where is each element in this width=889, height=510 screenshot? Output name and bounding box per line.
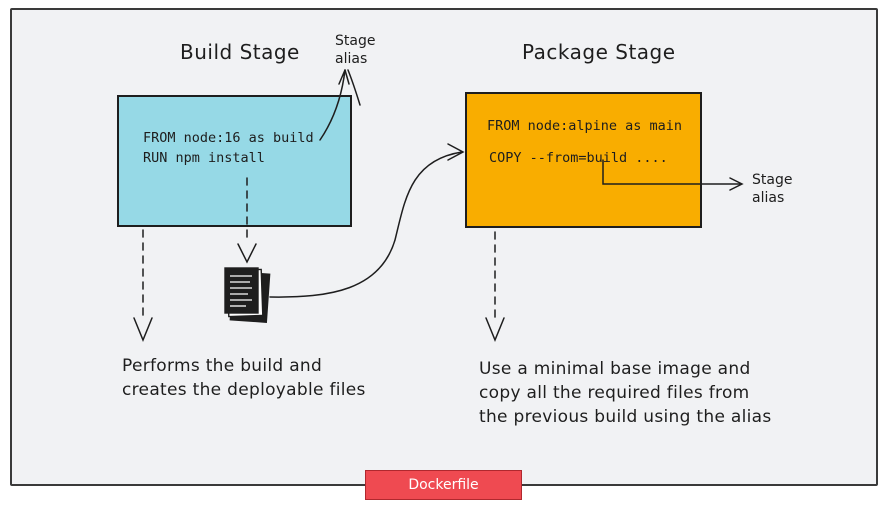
package-alias-pointer-arrowhead bbox=[729, 177, 744, 191]
caption-line: Use a minimal base image and bbox=[479, 359, 751, 379]
package-stage-caption: Use a minimal base image and copy all th… bbox=[479, 357, 772, 429]
package-code-line-1: FROM node:alpine as main bbox=[487, 118, 683, 134]
alias-label-line-2: alias bbox=[752, 190, 785, 206]
build-down-arrowhead bbox=[133, 317, 153, 342]
package-alias-pointer bbox=[602, 159, 741, 185]
build-stage-title: Build Stage bbox=[180, 40, 300, 64]
alias-pointer-arrow bbox=[319, 69, 346, 141]
package-stage-alias-label: Stage alias bbox=[752, 171, 792, 207]
alias-label-line-1: Stage bbox=[335, 33, 376, 49]
build-code-line-2: RUN npm install bbox=[143, 150, 265, 166]
build-stage-alias-label: Stage alias bbox=[335, 32, 375, 68]
alias-pointer-arrowhead bbox=[338, 69, 350, 85]
alias-label-line-1: Stage bbox=[752, 172, 793, 188]
alias-label-line-2: alias bbox=[335, 51, 368, 67]
install-to-files-arrowhead bbox=[237, 243, 257, 264]
package-stage-box: FROM node:alpine as main COPY --from=bui… bbox=[465, 92, 702, 228]
files-icon bbox=[224, 267, 271, 323]
dockerfile-badge: Dockerfile bbox=[365, 470, 522, 500]
package-stage-title: Package Stage bbox=[522, 40, 676, 64]
caption-line: the previous build using the alias bbox=[479, 407, 772, 427]
caption-line: creates the deployable files bbox=[122, 380, 366, 400]
caption-line: copy all the required files from bbox=[479, 383, 750, 403]
dockerfile-frame bbox=[10, 8, 878, 486]
caption-line: Performs the build and bbox=[122, 356, 323, 376]
package-code-line-2: COPY --from=build .... bbox=[489, 150, 668, 166]
build-stage-box: FROM node:16 as build RUN npm install bbox=[117, 95, 352, 227]
files-to-package-arrowhead bbox=[447, 143, 465, 161]
build-stage-caption: Performs the build and creates the deplo… bbox=[122, 354, 366, 402]
package-down-arrowhead bbox=[485, 317, 505, 342]
build-code-line-1: FROM node:16 as build bbox=[143, 130, 314, 146]
files-to-package-arrow bbox=[269, 151, 463, 298]
alias-pointer-arrow-2 bbox=[347, 69, 361, 106]
